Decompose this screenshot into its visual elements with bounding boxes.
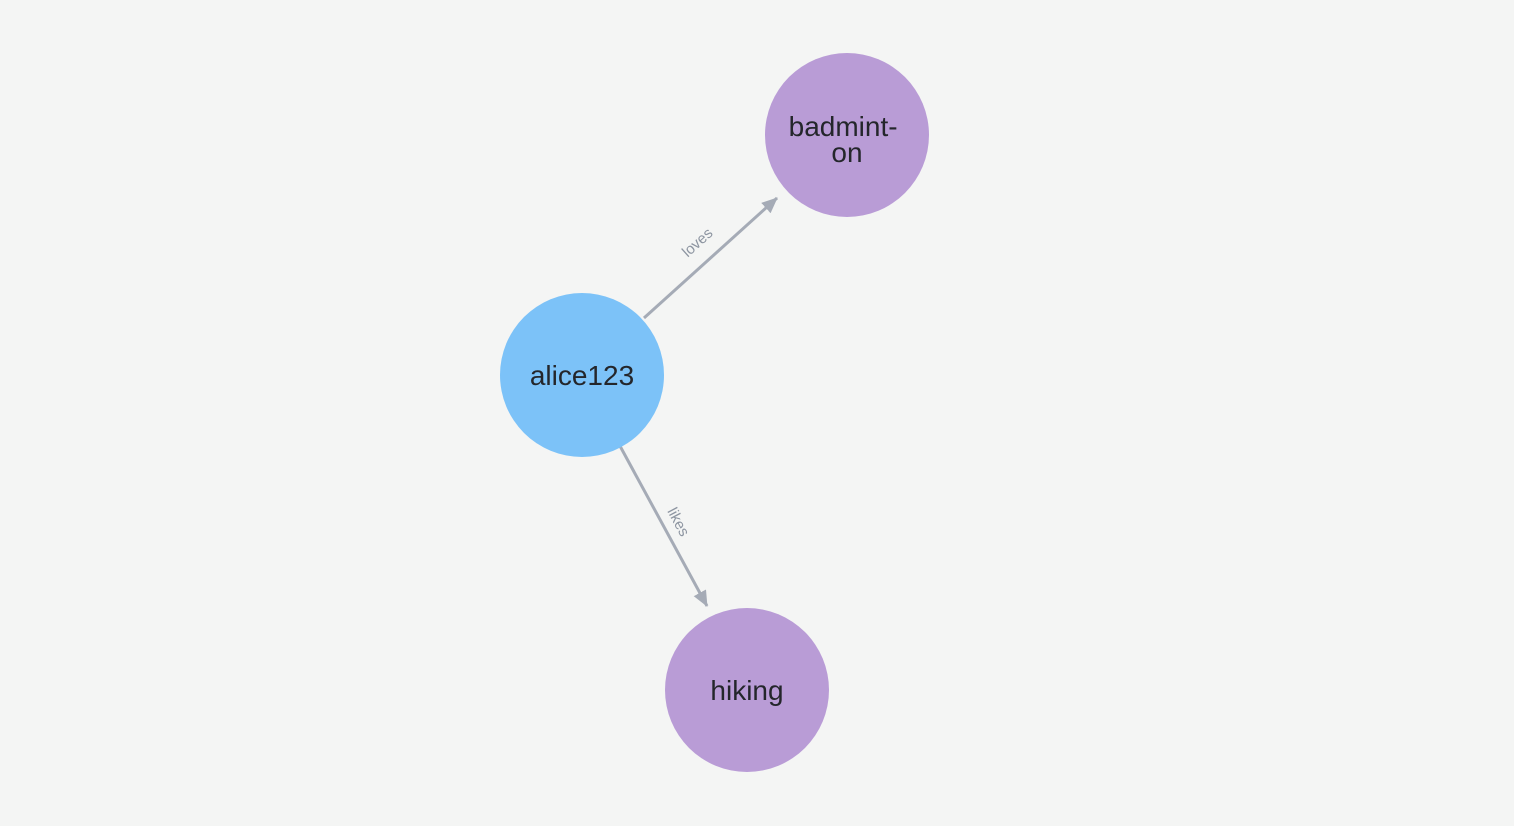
edge-likes-line[interactable] [618, 445, 709, 607]
node-badminton-circle[interactable] [765, 53, 929, 217]
node-alice123-circle[interactable] [500, 293, 664, 457]
node-alice123: alice123 [500, 293, 664, 457]
node-hiking: hiking [665, 608, 829, 772]
node-hiking-circle[interactable] [665, 608, 829, 772]
node-badminton: badmint- on [765, 53, 929, 217]
edge-loves-line[interactable] [642, 196, 779, 320]
